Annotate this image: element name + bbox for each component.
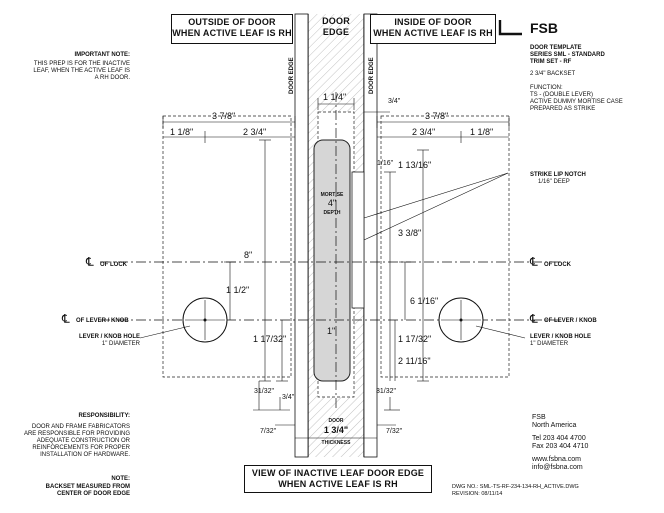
responsibility-line3: ADEQUATE CONSTRUCTION OR xyxy=(36,438,130,444)
door-edge-label-right: DOOR EDGE xyxy=(369,57,375,94)
template-line3: TRIM SET - RF xyxy=(530,59,572,65)
dim-1-17-32-right: 1 17/32" xyxy=(398,334,432,344)
important-note-heading: IMPORTANT NOTE: xyxy=(74,52,130,58)
dim-6-1-16: 6 1/16" xyxy=(410,296,439,306)
strike-lip-notch xyxy=(351,171,365,309)
hole-label-left-2: 1" DIAMETER xyxy=(101,341,140,347)
brand-logo: FSB xyxy=(530,20,558,36)
hole-label-right-1: LEVER / KNOB HOLE xyxy=(530,334,592,340)
cl-lock-symbol-left: ℄ xyxy=(86,255,94,269)
dim-1-13-16: 1 13/16" xyxy=(398,160,432,170)
note-line2: CENTER OF DOOR EDGE xyxy=(56,491,130,497)
dim-3-7-8-right: 3 7/8" xyxy=(425,111,449,121)
company-email: info@fsbna.com xyxy=(532,464,583,471)
dim-1-17-32-left: 1 17/32" xyxy=(253,334,287,344)
cl-lock-label-right: OF LOCK xyxy=(544,262,571,268)
function-line3: PREPARED AS STRIKE xyxy=(530,106,596,112)
important-note-line1: THIS PREP IS FOR THE INACTIVE xyxy=(33,61,130,67)
cl-lock-label-left: OF LOCK xyxy=(100,262,127,268)
mortise-label-2: 4" xyxy=(327,198,337,208)
inside-trim-outline xyxy=(380,115,510,378)
template-line1: DOOR TEMPLATE xyxy=(530,45,582,51)
function-label: FUNCTION: xyxy=(530,85,563,91)
company-web: www.fsbna.com xyxy=(532,456,582,463)
door-thickness-label-2: 1 3/4" xyxy=(323,425,349,435)
dim-31-32-left: 31/32" xyxy=(254,388,275,395)
dwg-number: DWG NO.: SML-TS-RF-234-134-RH_ACTIVE.DWG xyxy=(452,484,579,490)
cl-lever-label-right: OF LEVER / KNOB xyxy=(544,318,597,324)
note-line1: BACKSET MEASURED FROM xyxy=(45,484,130,490)
company-tel: Tel 203 404 4700 xyxy=(532,435,586,442)
dim-1-mortise: 1" xyxy=(327,326,336,336)
cl-lock-symbol-right: ℄ xyxy=(530,255,538,269)
dim-7-32-right: 7/32" xyxy=(386,428,403,435)
strike-lip-depth: 1/16" DEEP xyxy=(538,179,570,185)
cl-lever-label-left: OF LEVER / KNOB xyxy=(76,318,129,324)
responsibility-line4: REINFORCEMENTS FOR PROPER xyxy=(32,445,130,451)
dim-3-4-bottom: 3/4" xyxy=(282,394,295,401)
function-line2: ACTIVE DUMMY MORTISE CASE xyxy=(530,99,623,105)
template-line2: SERIES SML - STANDARD xyxy=(530,52,605,58)
responsibility-line5: INSTALLATION OF HARDWARE. xyxy=(40,452,130,458)
company-fax: Fax 203 404 4710 xyxy=(532,443,589,450)
cl-lever-symbol-left: ℄ xyxy=(62,312,70,326)
mortise-label-1: MORTISE xyxy=(320,192,344,198)
dim-1-1-4: 1 1/4" xyxy=(323,92,347,102)
dim-1-16: 1/16" xyxy=(377,160,394,167)
dim-1-1-8-left: 1 1/8" xyxy=(170,127,194,137)
door-edge-label-left: DOOR EDGE xyxy=(289,57,295,94)
company-name: FSB xyxy=(532,414,546,421)
template-backset: 2 3/4" BACKSET xyxy=(530,71,576,77)
important-note-line3: A RH DOOR. xyxy=(94,75,130,81)
dim-1-1-8-right: 1 1/8" xyxy=(470,127,494,137)
mortise-label-3: DEPTH xyxy=(323,210,341,216)
dim-3-3-8: 3 3/8" xyxy=(398,228,422,238)
hole-label-right-2: 1" DIAMETER xyxy=(530,341,569,347)
dim-2-11-16: 2 11/16" xyxy=(398,356,431,366)
dim-1-1-2: 1 1/2" xyxy=(226,285,250,295)
door-thickness-label-3: THICKNESS xyxy=(321,440,351,446)
important-note-line2: LEAF, WHEN THE ACTIVE LEAF IS xyxy=(33,68,130,74)
responsibility-heading: RESPONSIBILITY: xyxy=(78,413,130,419)
outside-trim-outline xyxy=(162,115,292,378)
responsibility-line2: ARE RESPONSIBLE FOR PROVIDING xyxy=(23,431,130,437)
dim-2-3-4-left: 2 3/4" xyxy=(243,127,267,137)
note-heading: NOTE: xyxy=(111,476,130,482)
strike-lip-label: STRIKE LIP NOTCH xyxy=(530,172,586,178)
dwg-revision: REVISION: 08/11/14 xyxy=(452,491,503,497)
function-line1: TS - (DOUBLE LEVER) xyxy=(530,92,594,98)
dim-7-32-left: 7/32" xyxy=(260,428,277,435)
company-region: North America xyxy=(532,422,577,429)
door-thickness-label-1: DOOR xyxy=(328,418,344,424)
cl-lever-symbol-right: ℄ xyxy=(530,312,538,326)
dim-8: 8" xyxy=(244,250,253,260)
dim-2-3-4-right: 2 3/4" xyxy=(412,127,436,137)
dim-3-4-top: 3/4" xyxy=(388,98,401,105)
dim-3-7-8-left: 3 7/8" xyxy=(212,111,236,121)
hole-label-left-1: LEVER / KNOB HOLE xyxy=(78,334,140,340)
door-edge-title: DOOR EDGE xyxy=(322,16,350,37)
mortise-pocket xyxy=(313,139,351,382)
outside-of-door-title: OUTSIDE OF DOOR WHEN ACTIVE LEAF IS RH xyxy=(171,14,293,44)
bottom-view-title: VIEW OF INACTIVE LEAF DOOR EDGE WHEN ACT… xyxy=(244,465,432,493)
outside-face-strip xyxy=(294,13,309,458)
dim-31-32-right: 31/32" xyxy=(376,388,397,395)
inside-of-door-title: INSIDE OF DOOR WHEN ACTIVE LEAF IS RH xyxy=(370,14,496,44)
responsibility-line1: DOOR AND FRAME FABRICATORS xyxy=(31,424,130,430)
